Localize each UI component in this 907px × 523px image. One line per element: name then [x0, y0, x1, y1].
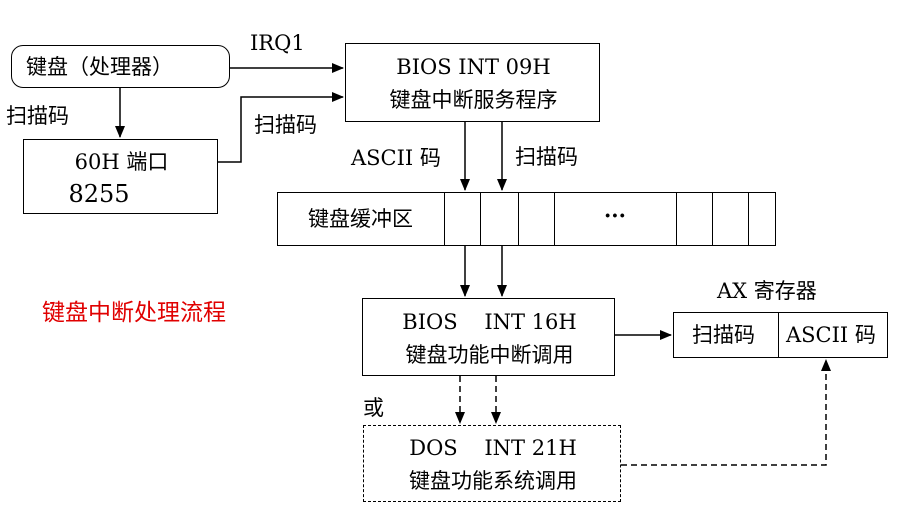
irq1-label: IRQ1	[250, 31, 305, 55]
buffer-ellipsis: ···	[604, 203, 626, 228]
bios16-label-line1: BIOS INT 16H	[402, 310, 577, 334]
ax-divider	[778, 313, 779, 357]
bios-int16-box: BIOS INT 16H 键盘功能中断调用	[362, 298, 615, 376]
dos-int21-box: DOS INT 21H 键盘功能系统调用	[363, 425, 621, 502]
ascii-code-label: ASCII 码	[351, 146, 441, 170]
bios09-label-line1: BIOS INT 09H	[396, 55, 551, 79]
buffer-cell-2	[480, 193, 481, 245]
buffer-cell-4	[554, 193, 555, 245]
keyboard-box: 键盘（处理器）	[11, 45, 230, 88]
arrow-port-to-bios09	[218, 92, 344, 163]
bios16-label-line2: 键盘功能中断调用	[405, 343, 574, 367]
or-label: 或	[363, 396, 384, 420]
buffer-cell-7	[748, 193, 749, 245]
buffer-cell-6	[712, 193, 713, 245]
buffer-cell-3	[518, 193, 519, 245]
keyboard-buffer: 键盘缓冲区 ···	[277, 192, 776, 246]
scan-code-label-left: 扫描码	[6, 104, 69, 128]
port-label-line2: 8255	[68, 180, 130, 208]
dos21-label-line2: 键盘功能系统调用	[409, 469, 577, 493]
scan-code-label-buffer: 扫描码	[515, 145, 578, 169]
keyboard-label: 键盘（处理器）	[26, 55, 173, 79]
port-box: 60H 端口 8255	[23, 139, 218, 214]
scan-code-label-port: 扫描码	[254, 113, 317, 137]
dos21-label-line1: DOS INT 21H	[409, 436, 577, 460]
bios-int09-box: BIOS INT 09H 键盘中断服务程序	[345, 43, 600, 122]
arrow-dos21-to-ax	[621, 359, 831, 466]
buffer-cell-1	[444, 193, 445, 245]
buffer-cell-5	[676, 193, 677, 245]
port-label-line1: 60H 端口	[74, 150, 169, 174]
diagram-title: 键盘中断处理流程	[42, 300, 226, 326]
bios09-label-line2: 键盘中断服务程序	[389, 88, 558, 112]
ax-register: 扫描码 ASCII 码	[673, 312, 888, 358]
ax-register-title: AX 寄存器	[717, 279, 817, 303]
ax-scan-code-cell: 扫描码	[692, 323, 755, 347]
ax-ascii-cell: ASCII 码	[786, 323, 876, 347]
buffer-label: 键盘缓冲区	[308, 207, 413, 231]
